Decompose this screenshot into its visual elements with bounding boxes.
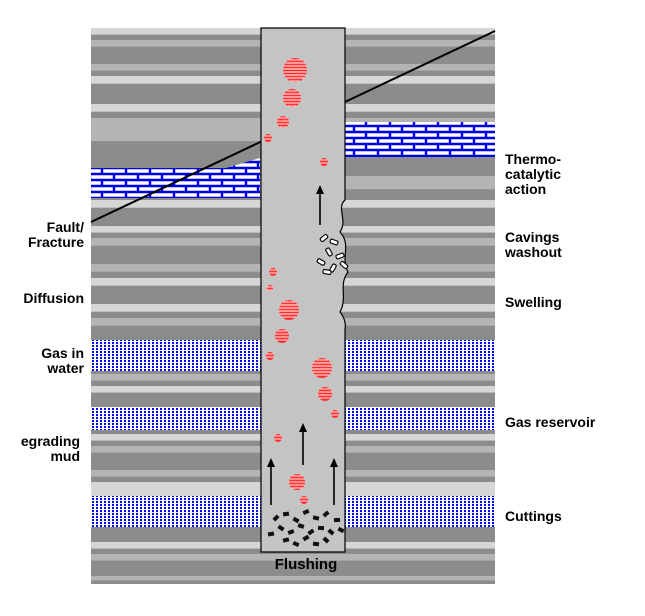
caving-fragment xyxy=(325,247,333,257)
cutting-fragment xyxy=(322,510,330,518)
cutting-fragment xyxy=(317,525,325,531)
label-thermo-catalytic-action: Thermo- catalytic action xyxy=(505,151,562,197)
limestone-layer-right xyxy=(345,122,495,157)
caving-fragment xyxy=(329,238,339,246)
caving-fragment xyxy=(316,258,326,266)
arrow-head xyxy=(316,185,324,194)
cutting-fragment xyxy=(292,540,300,548)
label-diffusion: Diffusion xyxy=(23,290,84,306)
arrow-head xyxy=(267,458,275,467)
cutting-fragment xyxy=(333,517,341,523)
cuttings-fragments xyxy=(267,508,345,548)
gas-bubble xyxy=(274,434,282,442)
strata-band xyxy=(91,554,495,561)
label-gas-reservoir: Gas reservoir xyxy=(505,414,596,430)
caving-fragment xyxy=(319,233,329,243)
gas-bubble xyxy=(267,285,273,291)
arrow-head xyxy=(330,458,338,467)
cutting-fragment xyxy=(297,523,305,529)
cutting-fragment xyxy=(312,515,320,521)
caving-fragment xyxy=(322,269,332,275)
cutting-fragment xyxy=(327,528,335,536)
cuttings-layer-right xyxy=(345,496,495,527)
label-fault-fracture: Fault/ Fracture xyxy=(27,219,84,250)
cutting-fragment xyxy=(322,536,330,544)
gas-bubble xyxy=(277,116,289,128)
cutting-fragment xyxy=(302,534,310,542)
cutting-fragment xyxy=(312,541,320,547)
cutting-fragment xyxy=(287,529,295,535)
gas-in-water-layer-left xyxy=(91,340,261,371)
cutting-fragment xyxy=(267,531,275,537)
caving-fragment xyxy=(339,260,349,270)
gas-bubble xyxy=(283,89,301,107)
gas-bubbles xyxy=(264,58,339,504)
arrow-head xyxy=(299,423,307,432)
gas-bubble xyxy=(320,158,328,166)
cutting-fragment xyxy=(292,516,300,524)
label-gas-in-water: Gas in water xyxy=(41,345,84,376)
strata-band xyxy=(91,576,495,581)
cutting-fragment xyxy=(272,514,280,522)
cavings-fragments xyxy=(316,233,349,275)
gas-bubble xyxy=(318,387,332,401)
strata-band xyxy=(91,566,495,572)
gas-reservoir-layer-left xyxy=(91,407,261,430)
cutting-fragment xyxy=(337,526,345,534)
cutting-fragment xyxy=(277,524,285,532)
label-flushing: Flushing xyxy=(274,556,338,573)
gas-bubble xyxy=(269,268,277,276)
label-cavings-washout: Cavings washout xyxy=(505,229,562,260)
gas-bubble xyxy=(331,410,339,418)
gas-bubble xyxy=(266,352,274,360)
label-degrading-mud: egrading mud xyxy=(20,433,80,464)
gas-bubble xyxy=(283,58,307,82)
cutting-fragment xyxy=(302,508,310,516)
gas-reservoir-layer-right xyxy=(345,407,495,430)
gas-bubble xyxy=(300,496,308,504)
flow-arrows xyxy=(267,185,338,505)
cutting-fragment xyxy=(282,511,290,517)
gas-bubble xyxy=(275,329,289,343)
label-swelling: Swelling xyxy=(505,294,562,310)
gas-bubble xyxy=(264,134,272,142)
cutting-fragment xyxy=(307,528,315,536)
label-cuttings: Cuttings xyxy=(505,508,562,524)
borehole xyxy=(260,27,349,553)
limestone-layer-left xyxy=(91,158,260,198)
caving-fragment xyxy=(335,252,345,260)
cuttings-layer-left xyxy=(91,496,261,527)
gas-in-water-layer-right xyxy=(345,340,495,371)
cutting-fragment xyxy=(282,537,290,543)
